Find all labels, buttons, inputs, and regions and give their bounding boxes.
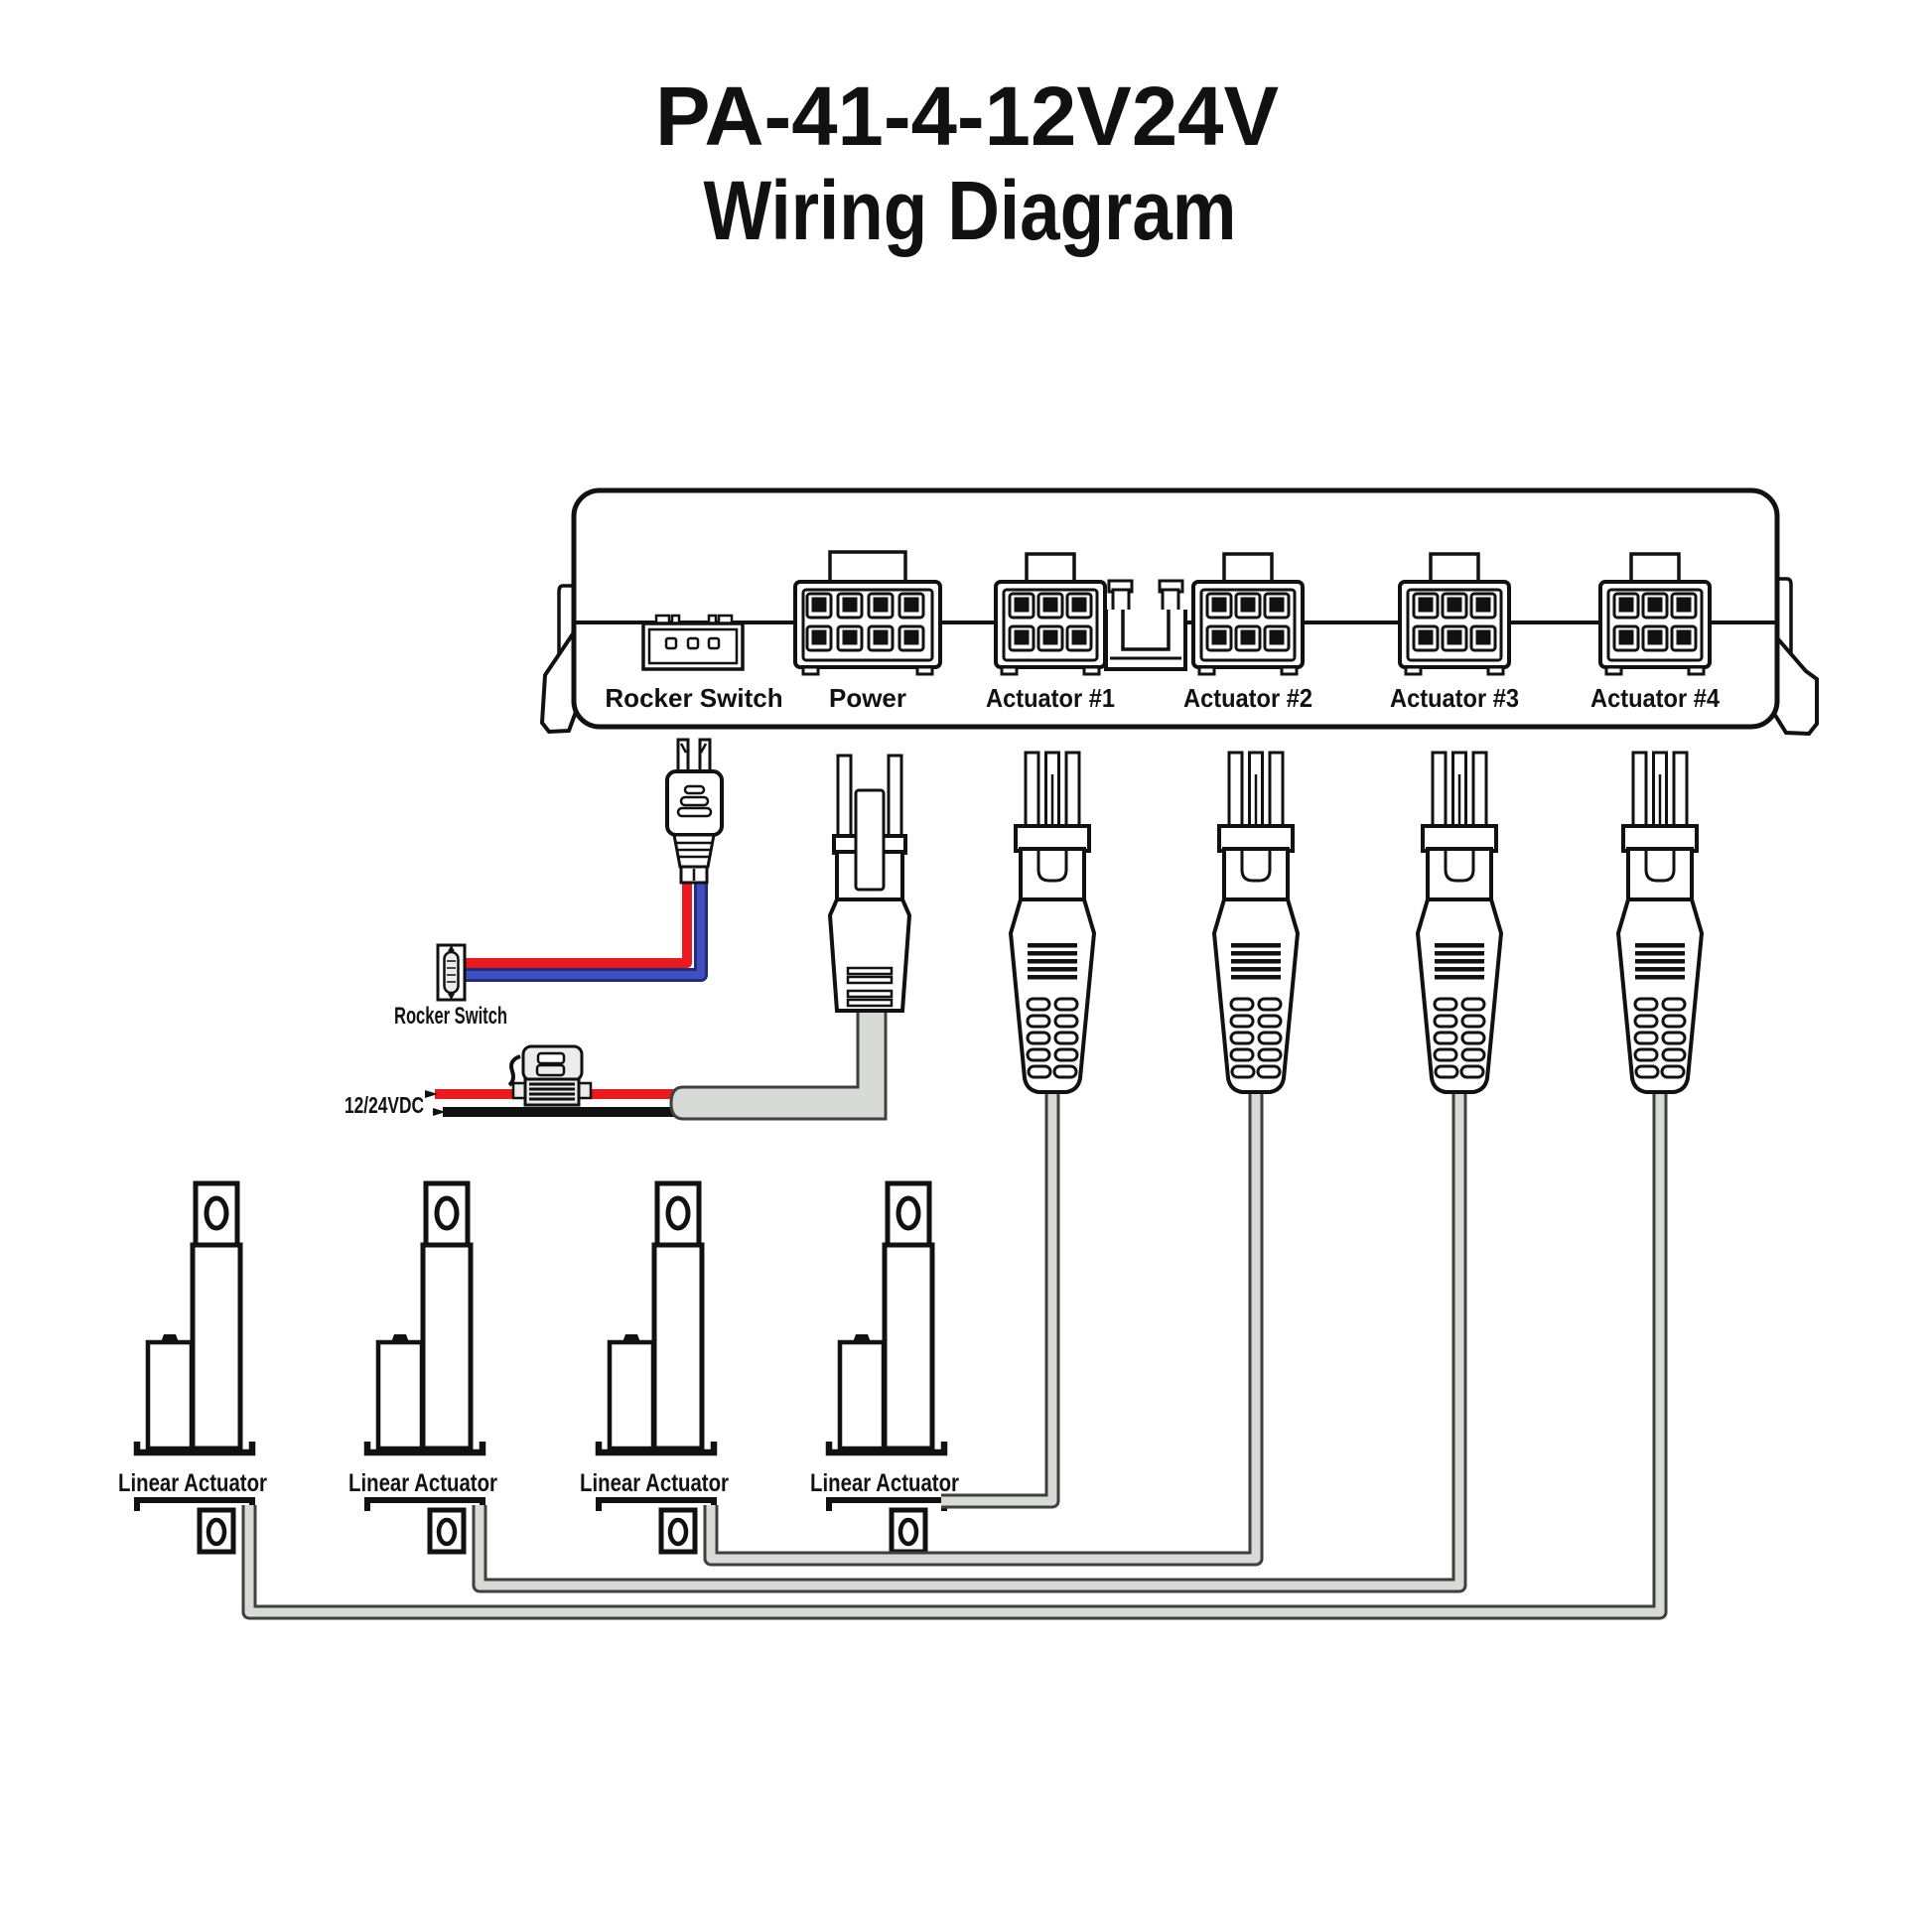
inline-fuse bbox=[507, 1044, 593, 1107]
title-line2: Wiring Diagram bbox=[704, 164, 1237, 257]
actuator-cable-2 bbox=[703, 1088, 1264, 1567]
rocker-switch: Rocker Switch bbox=[394, 943, 507, 1030]
port-label-actuator-4: Actuator #4 bbox=[1590, 683, 1720, 713]
rocker-switch-wiring bbox=[465, 884, 708, 982]
title: PA-41-4-12V24V Wiring Diagram bbox=[655, 69, 1279, 257]
port-label-power: Power bbox=[829, 683, 906, 713]
power-plug bbox=[827, 754, 912, 1013]
control-box: Rocker Switch Power Actuator #1 Actuator… bbox=[539, 487, 1819, 737]
actuator-cable-1 bbox=[941, 1088, 1060, 1509]
actuator-plug-1 bbox=[1009, 751, 1096, 1094]
mounting-clip bbox=[1104, 579, 1187, 671]
actuator-plug-3 bbox=[1416, 751, 1503, 1094]
actuator-cable-4 bbox=[241, 1088, 1668, 1620]
switch-up-arrow bbox=[448, 945, 455, 951]
linear-actuator-label-1: Linear Actuator bbox=[118, 1469, 267, 1497]
power-port bbox=[793, 550, 942, 676]
title-line1: PA-41-4-12V24V bbox=[655, 69, 1279, 163]
port-label-actuator-1: Actuator #1 bbox=[986, 683, 1115, 713]
black-wire-terminal bbox=[433, 1108, 446, 1116]
port-label-actuator-2: Actuator #2 bbox=[1183, 683, 1312, 713]
power-cable bbox=[669, 1009, 888, 1121]
port-label-rocker-switch: Rocker Switch bbox=[605, 683, 782, 713]
red-wire bbox=[465, 884, 692, 968]
actuator-plug-2 bbox=[1212, 751, 1300, 1094]
linear-actuator-label-3: Linear Actuator bbox=[580, 1469, 729, 1497]
linear-actuator-label-2: Linear Actuator bbox=[348, 1469, 497, 1497]
port-label-actuator-3: Actuator #3 bbox=[1390, 683, 1519, 713]
actuator-cable-3 bbox=[472, 1088, 1467, 1593]
power-input: 12/24VDC bbox=[345, 1009, 888, 1121]
power-input-label: 12/24VDC bbox=[345, 1092, 424, 1118]
linear-actuator-label-4: Linear Actuator bbox=[810, 1469, 959, 1497]
linear-actuators: Linear Actuator Linear Actuator Linear A… bbox=[118, 1183, 959, 1552]
right-mount-flange bbox=[1771, 577, 1819, 737]
rocker-switch-plug bbox=[665, 738, 724, 885]
rocker-switch-port bbox=[641, 614, 745, 671]
red-wire-terminal bbox=[425, 1090, 438, 1098]
actuator-plug-4 bbox=[1616, 751, 1704, 1094]
rocker-switch-label: Rocker Switch bbox=[394, 1003, 507, 1030]
switch-down-arrow bbox=[448, 994, 455, 1000]
left-mount-flange bbox=[539, 584, 578, 735]
